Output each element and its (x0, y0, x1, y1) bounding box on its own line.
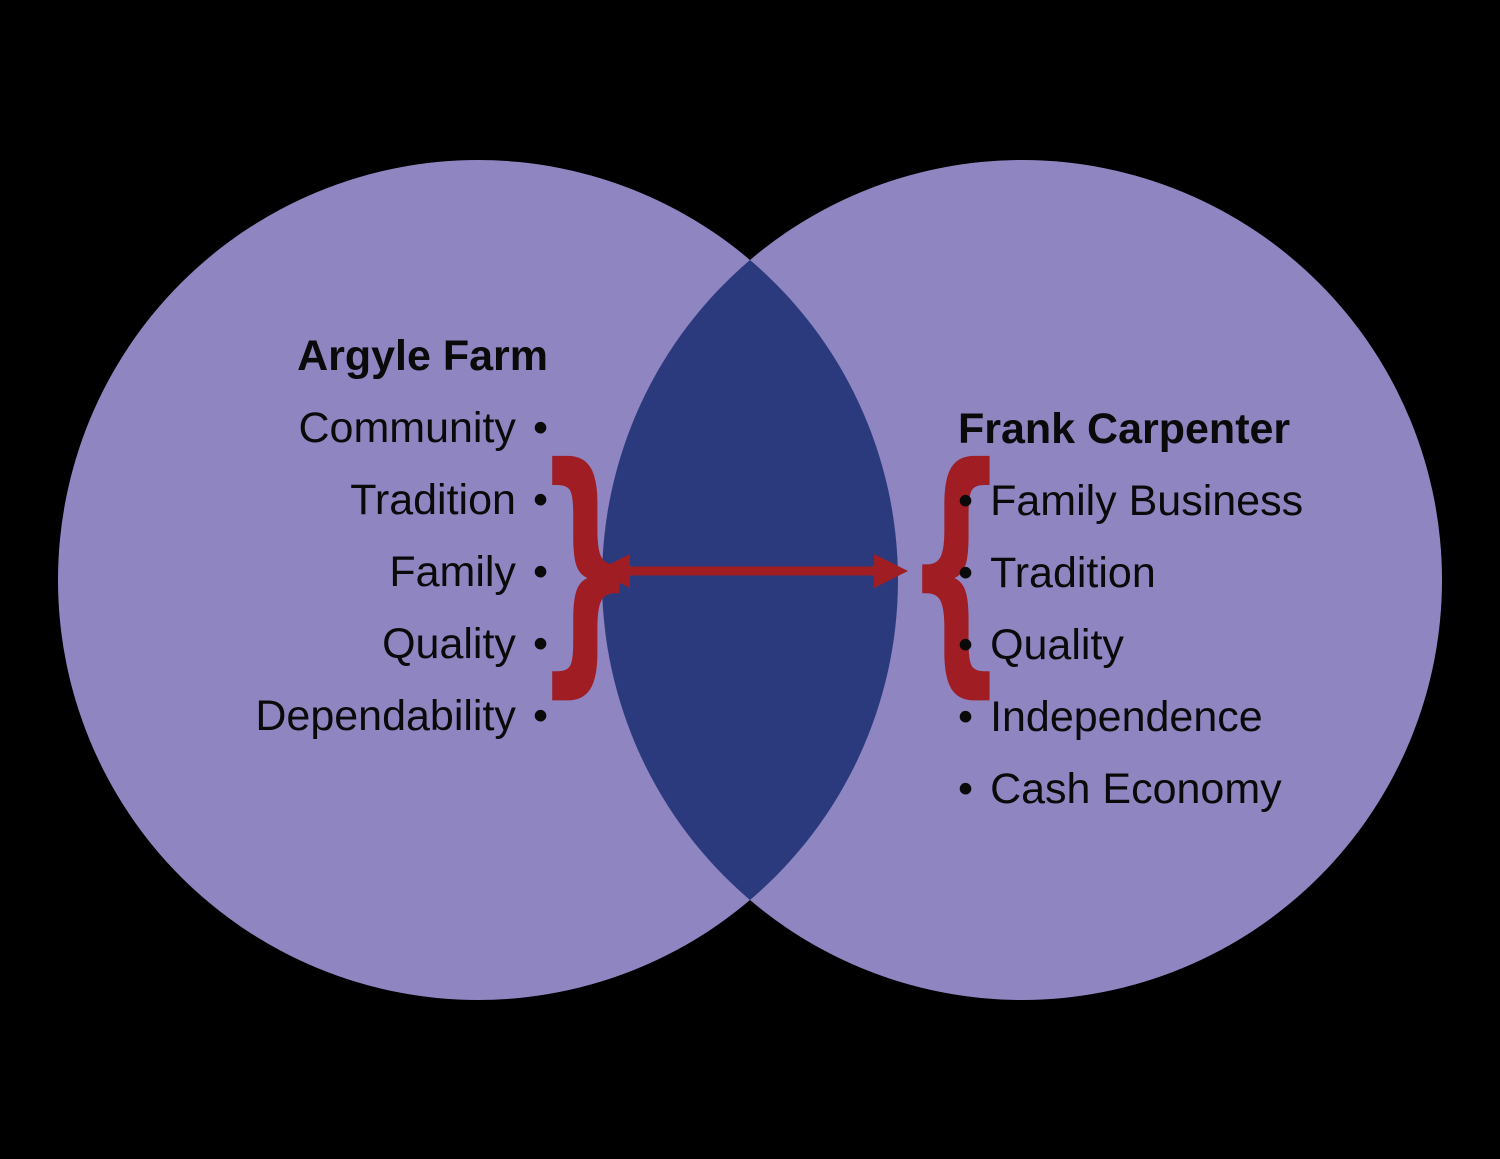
overlap-lens (602, 260, 898, 900)
right-item-label: Quality (990, 621, 1124, 669)
right-item-label: Tradition (990, 549, 1156, 597)
right-list-item: • Cash Economy (958, 753, 1303, 825)
bullet-icon: • (532, 692, 548, 740)
right-item-label: Independence (990, 693, 1263, 741)
bullet-icon: • (532, 404, 548, 452)
bullet-icon: • (532, 476, 548, 524)
right-list-item: • Family Business (958, 465, 1303, 537)
left-list-item: Quality • (255, 608, 548, 680)
left-list-item: Dependability • (255, 680, 548, 752)
left-list-item: Family • (255, 536, 548, 608)
bullet-icon: • (958, 765, 974, 813)
left-item-label: Family (389, 548, 516, 596)
right-item-label: Family Business (990, 477, 1304, 525)
right-circle-label-block: Frank Carpenter • Family Business • Tradit… (958, 393, 1303, 825)
right-list-item: • Quality (958, 609, 1303, 681)
right-item-label: Cash Economy (990, 765, 1282, 813)
bullet-icon: • (958, 621, 974, 669)
right-circle-title: Frank Carpenter (958, 405, 1291, 453)
bullet-icon: • (532, 620, 548, 668)
bullet-icon: • (958, 549, 974, 597)
left-list-item: Community • (255, 392, 549, 464)
bullet-icon: • (958, 693, 974, 741)
bullet-icon: • (532, 548, 548, 596)
left-list-item: Tradition • (255, 464, 548, 536)
left-item-label: Quality (382, 620, 516, 668)
arrowhead-left-icon (596, 554, 630, 588)
left-circle-label-block: Argyle Farm Community • Tradition • Family… (255, 320, 548, 752)
right-list-item: • Independence (958, 681, 1303, 753)
left-item-label: Tradition (350, 476, 516, 524)
arrowhead-right-icon (874, 554, 908, 588)
bullet-icon: • (958, 477, 974, 525)
left-item-label: Community (298, 404, 516, 452)
left-item-label: Dependability (255, 692, 516, 740)
left-circle-title: Argyle Farm (297, 332, 548, 380)
right-list-item: • Tradition (958, 537, 1303, 609)
